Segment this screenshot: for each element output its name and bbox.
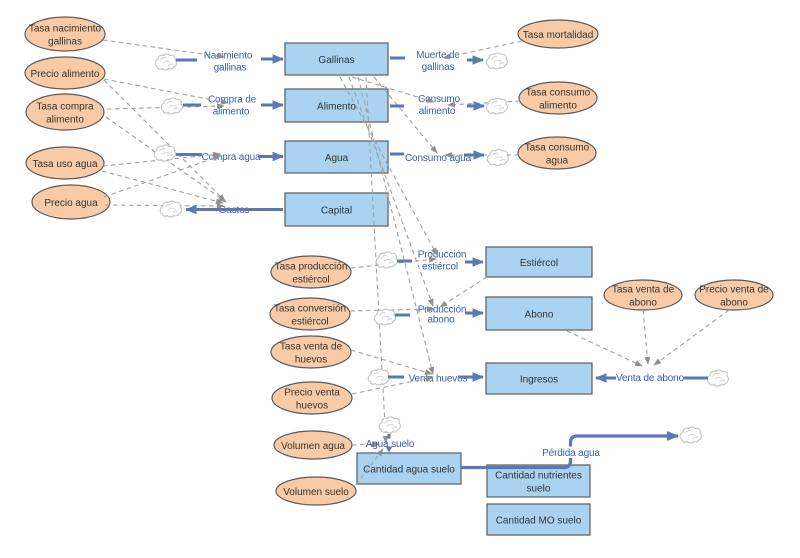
svg-text:Ingresos: Ingresos [520, 375, 558, 386]
svg-text:Volumen suelo: Volumen suelo [283, 487, 349, 498]
svg-text:Precio agua: Precio agua [44, 198, 98, 209]
svg-text:Tasa compra: Tasa compra [36, 102, 94, 113]
svg-text:Tasa consumo: Tasa consumo [526, 88, 591, 99]
svg-text:Consumo agua: Consumo agua [405, 153, 472, 164]
svg-text:Producción: Producción [418, 250, 467, 261]
svg-text:gallinas: gallinas [48, 37, 82, 48]
svg-text:Capital: Capital [321, 206, 352, 217]
svg-text:suelo: suelo [527, 484, 551, 495]
svg-text:estiércol: estiércol [422, 262, 458, 273]
svg-text:estiércol: estiércol [291, 317, 328, 328]
svg-text:Precio alimento: Precio alimento [31, 69, 100, 80]
svg-text:Venta huevos: Venta huevos [409, 374, 468, 385]
svg-text:Cantidad agua suelo: Cantidad agua suelo [363, 465, 455, 476]
svg-text:Pérdida agua: Pérdida agua [542, 448, 600, 459]
svg-text:abono: abono [629, 298, 657, 309]
svg-text:Consumo: Consumo [418, 94, 460, 105]
svg-text:Muerte de: Muerte de [416, 50, 460, 61]
svg-text:Compra agua: Compra agua [202, 152, 262, 163]
svg-text:alimento: alimento [419, 106, 456, 117]
svg-text:Precio venta: Precio venta [284, 388, 340, 399]
svg-text:agua: agua [546, 156, 569, 167]
svg-text:Tasa consumo: Tasa consumo [525, 143, 590, 154]
svg-text:abono: abono [427, 315, 455, 326]
svg-text:alimento: alimento [539, 101, 577, 112]
svg-text:Producción: Producción [418, 305, 467, 316]
svg-text:Tasa producción: Tasa producción [275, 262, 348, 273]
svg-text:gallinas: gallinas [214, 63, 247, 74]
svg-text:Tasa conversión: Tasa conversión [274, 304, 346, 315]
svg-text:Tasa venta de: Tasa venta de [612, 285, 675, 296]
svg-text:Nacimiento: Nacimiento [204, 51, 253, 62]
svg-text:abono: abono [720, 298, 748, 309]
svg-text:gallinas: gallinas [422, 62, 455, 73]
svg-text:Gallinas: Gallinas [318, 55, 354, 66]
svg-text:Precio venta de: Precio venta de [699, 285, 769, 296]
svg-text:Abono: Abono [525, 310, 554, 321]
svg-text:Tasa venta de: Tasa venta de [280, 342, 343, 353]
svg-text:alimento: alimento [46, 115, 84, 126]
svg-text:Volumen agua: Volumen agua [281, 441, 345, 452]
svg-text:Tasa mortalidad: Tasa mortalidad [523, 30, 594, 41]
svg-text:alimento: alimento [213, 107, 250, 118]
svg-text:Alimento: Alimento [317, 102, 356, 113]
svg-text:Tasa nacimiento: Tasa nacimiento [29, 24, 102, 35]
svg-text:Tasa uso agua: Tasa uso agua [32, 159, 97, 170]
svg-text:Estiércol: Estiércol [520, 258, 558, 269]
svg-text:huevos: huevos [296, 401, 328, 412]
svg-text:estiércol: estiércol [292, 275, 329, 286]
svg-text:Cantidad nutrientes: Cantidad nutrientes [495, 471, 582, 482]
svg-text:Agua suelo: Agua suelo [366, 439, 415, 450]
svg-text:Agua: Agua [325, 153, 349, 164]
svg-text:Venta de abono: Venta de abono [616, 373, 685, 384]
svg-text:Compra de: Compra de [208, 95, 257, 106]
svg-text:Cantidad MO suelo: Cantidad MO suelo [496, 516, 582, 527]
svg-text:huevos: huevos [295, 355, 327, 366]
